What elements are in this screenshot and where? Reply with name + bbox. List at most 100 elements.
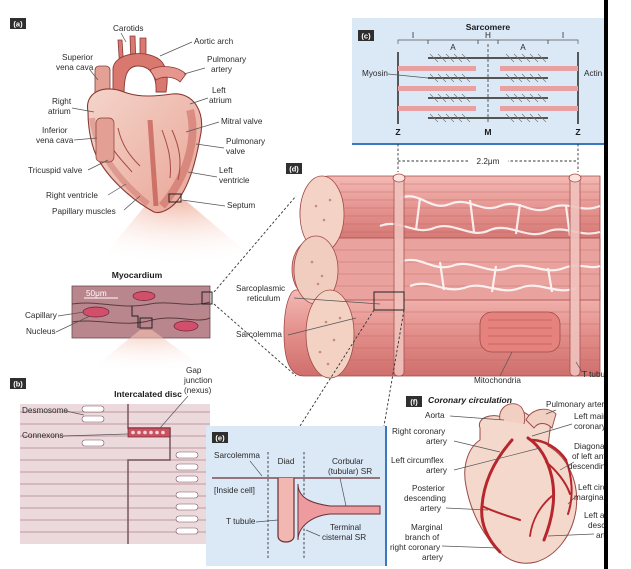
label-posterior-2: descending [404,494,446,503]
label-nucleus: Nucleus [26,327,56,336]
label-terminal-2: cisternal SR [322,533,366,542]
panel-f-coronary: (f) Coronary circulation Aorta Right cor… [390,395,631,563]
pulmonary-artery-shape [150,67,186,82]
panel-e-diad: (e) Diad Sarcolemma [Inside cell] Corbul… [206,426,386,566]
label-actin: Actin [584,69,603,78]
label-marginal-2: branch of [405,533,440,542]
panel-b-tag: (b) [13,380,23,389]
band-h: H [485,31,491,40]
intercalated-disc-title: Intercalated disc [114,389,182,399]
label-sarcolemma-d: Sarcolemma [236,330,282,339]
mitochondrion-shape [480,312,560,352]
panel-d-tag: (d) [289,165,299,174]
sarcomere-panel-bg [352,18,610,144]
label-left-circumflex-1: Left circumflex [391,456,444,465]
right-edge-bar [604,0,608,569]
label-myosin: Myosin [362,69,388,78]
z-label-left: Z [395,127,400,137]
inferior-vena-cava-shape [96,118,114,162]
label-pulmonary-artery-1: Pulmonary [207,55,247,64]
label-right-coronary-1: Right coronary [392,427,446,436]
measure-label: 2.2μm [477,157,500,166]
label-inferior-vena-cava-1: Inferior [42,126,68,135]
label-superior-vena-cava-2: vena cava [56,63,94,72]
label-left-circumflex-2: artery [426,466,448,475]
label-gap-junction-3: (nexus) [184,386,212,395]
myocardium-nucleus-3 [174,321,198,331]
label-superior-vena-cava-1: Superior [62,53,93,62]
label-aorta: Aorta [425,411,445,420]
label-left-ventricle-1: Left [219,166,233,175]
label-gap-junction-1: Gap [186,366,202,375]
lower-fibre-cut-end [306,290,354,378]
label-pulmonary-valve-1: Pulmonary [226,137,266,146]
connector-myocardium-to-fibre-bottom [214,304,296,376]
label-left-ventricle-2: ventricle [219,176,250,185]
myocardium-title: Myocardium [112,270,163,280]
label-inside-cell: [Inside cell] [214,486,255,495]
panel-a-tag: (a) [13,20,23,29]
m-label: M [484,127,491,137]
label-aortic-arch: Aortic arch [194,37,234,46]
label-gap-junction-2: junction [183,376,213,385]
label-capillary: Capillary [25,311,58,320]
leader-left-ventricle [188,172,217,177]
label-diad: Diad [278,457,295,466]
label-sarcoplasmic-2: reticulum [247,294,280,303]
z-label-right: Z [575,127,580,137]
label-tricuspid-valve: Tricuspid valve [28,166,83,175]
disc-tissue [20,404,210,544]
label-terminal-1: Terminal [330,523,361,532]
label-pulmonary-valve-2: valve [226,147,246,156]
label-right-coronary-2: artery [426,437,448,446]
label-posterior-3: artery [420,504,442,513]
panel-b-intercalated-disc: (b) Intercalated disc [10,366,213,544]
panel-f-tag: (f) [410,398,418,407]
myocardium-nucleus-1 [83,307,109,317]
panel-e-tag: (e) [215,434,225,443]
diad-panel-bg [206,426,386,566]
myocardium-section: Myocardium 50μm Capillary Nucleus [25,270,218,378]
label-inferior-vena-cava-2: vena cava [36,136,74,145]
leader-papillary [124,196,140,210]
label-connexons: Connexons [22,431,63,440]
label-carotids: Carotids [113,24,144,33]
label-marginal-3: right coronary [390,543,441,552]
panel-a-heart: (a) Carotids Aortic arch Superior vena c… [10,18,270,272]
panel-c-sarcomere: (c) Sarcomere I A H A I [352,18,610,172]
coronary-heart-body [465,411,577,563]
label-septum: Septum [227,201,255,210]
label-sarcoplasmic-1: Sarcoplasmic [236,284,285,293]
leader-pulmonary-valve [196,144,224,148]
label-pulmonary-artery-f: Pulmonary artery [546,400,609,409]
t-tubule-invagination [278,478,294,542]
leader-marginal [442,546,498,548]
band-a-right: A [520,43,526,52]
band-a-left: A [450,43,456,52]
label-right-atrium-1: Right [52,97,72,106]
label-mitochondria: Mitochondria [474,376,521,385]
label-left-atrium-2: atrium [209,96,232,105]
label-mitral-valve: Mitral valve [221,117,263,126]
label-corbular-2: (tubular) SR [328,467,372,476]
band-i-left: I [412,31,414,40]
label-marginal-1: Marginal [411,523,443,532]
label-left-main-1: Left main [574,412,608,421]
coronary-title: Coronary circulation [428,395,512,405]
band-i-right: I [562,31,564,40]
zoom-glow-heart [90,200,270,272]
label-left-atrium-1: Left [212,86,226,95]
right-margin-mask [605,0,631,569]
leader-aortic-arch [160,42,192,56]
label-right-ventricle: Right ventricle [46,191,98,200]
panel-c-tag: (c) [361,32,371,41]
myocardium-nucleus-2 [133,292,155,301]
label-corbular-1: Corbular [332,457,364,466]
label-t-tubule-e: T tubule [226,517,256,526]
label-right-atrium-2: atrium [48,107,71,116]
label-marginal-4: artery [422,553,444,562]
label-desmosome: Desmosome [22,406,68,415]
panel-d-fibres: (d) [214,163,612,426]
leader-pulmonary-artery [184,68,205,74]
label-papillary-muscles: Papillary muscles [52,207,116,216]
